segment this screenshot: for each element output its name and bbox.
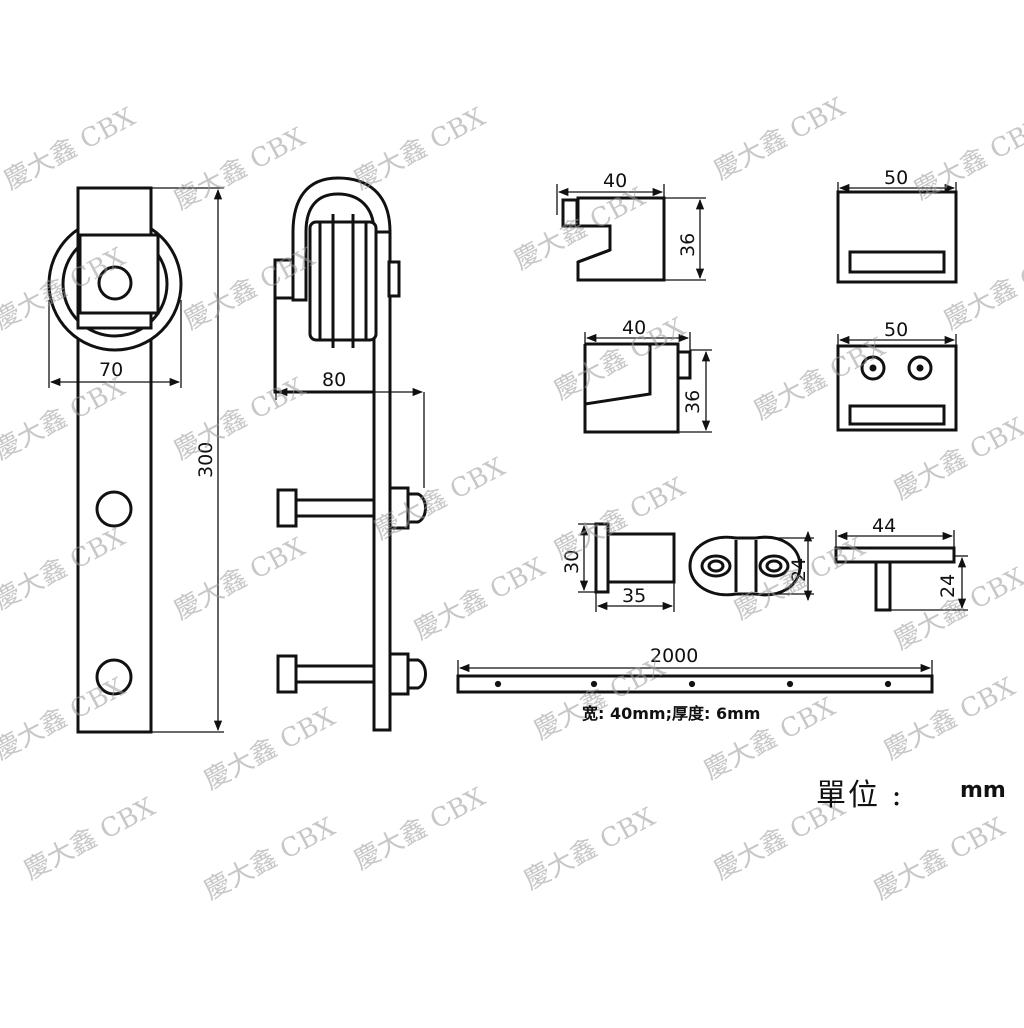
axle-hole bbox=[97, 265, 133, 301]
strap-side bbox=[372, 230, 392, 732]
dim-b-36 bbox=[678, 349, 712, 433]
axle-nut bbox=[273, 258, 295, 300]
bolt-head-lower bbox=[276, 654, 298, 694]
dim-label-b-40: 40 bbox=[622, 317, 646, 339]
watermark-text: 慶大鑫 CBX bbox=[869, 812, 1010, 906]
dim-2000 bbox=[457, 660, 933, 676]
floor-guide bbox=[594, 522, 676, 594]
dim-b-50 bbox=[837, 334, 957, 346]
watermark-text: 慶大鑫 CBX bbox=[169, 372, 310, 466]
nut-lower bbox=[388, 652, 410, 696]
dim-label-300: 300 bbox=[195, 442, 217, 478]
stop-a-side bbox=[561, 196, 666, 282]
watermark-text: 慶大鑫 CBX bbox=[349, 102, 490, 196]
watermark-text: 慶大鑫 CBX bbox=[0, 102, 141, 196]
front-view bbox=[47, 186, 183, 734]
dim-label-2000: 2000 bbox=[650, 645, 698, 667]
side-view bbox=[273, 176, 427, 732]
dim-35 bbox=[595, 582, 675, 612]
cap-nut-upper bbox=[406, 492, 427, 524]
dim-b-40 bbox=[584, 332, 691, 352]
mount-plate bbox=[688, 535, 802, 597]
dim-label-44: 44 bbox=[872, 515, 896, 537]
dim-300 bbox=[150, 187, 224, 733]
bolt-shank-upper bbox=[294, 498, 376, 518]
dim-plate-24 bbox=[756, 530, 814, 602]
axle-cap bbox=[387, 260, 401, 298]
hook-strap bbox=[273, 176, 392, 732]
watermark-text: 慶大鑫 CBX bbox=[179, 242, 320, 336]
stop-b-side bbox=[583, 342, 692, 434]
watermark-text: 慶大鑫 CBX bbox=[19, 792, 160, 886]
dim-a-50 bbox=[837, 182, 957, 193]
unit-value: mm bbox=[960, 778, 1006, 803]
unit-label: 單位 : bbox=[816, 778, 904, 813]
dim-label-b-50: 50 bbox=[884, 319, 908, 341]
dim-tg-24 bbox=[890, 555, 968, 611]
stop-b-front bbox=[836, 344, 958, 432]
t-guide bbox=[834, 546, 956, 612]
watermark-text: 慶大鑫 CBX bbox=[169, 532, 310, 626]
dim-label-35: 35 bbox=[622, 585, 646, 607]
watermark-text: 慶大鑫 CBX bbox=[409, 552, 550, 646]
dim-label-30: 30 bbox=[561, 550, 583, 574]
dim-30 bbox=[578, 523, 596, 593]
dim-label-a-50: 50 bbox=[884, 167, 908, 189]
cap-nut-lower bbox=[406, 658, 427, 690]
bolt-hole-upper bbox=[95, 490, 133, 528]
dim-label-b-36: 36 bbox=[682, 390, 704, 414]
stop-a-front bbox=[836, 190, 958, 284]
dim-label-a-36: 36 bbox=[677, 233, 699, 257]
bolt-head-upper bbox=[276, 488, 298, 528]
watermark-text: 慶大鑫 CBX bbox=[709, 92, 850, 186]
dim-44 bbox=[835, 530, 955, 548]
wheel-body bbox=[308, 220, 378, 342]
dim-label-80: 80 bbox=[322, 369, 346, 391]
watermark-text: 慶大鑫 CBX bbox=[199, 812, 340, 906]
dim-a-40 bbox=[556, 184, 665, 215]
watermark-text: 慶大鑫 CBX bbox=[349, 782, 490, 876]
watermark-text: 慶大鑫 CBX bbox=[519, 802, 660, 896]
dim-label-70: 70 bbox=[99, 359, 123, 381]
dim-70 bbox=[48, 300, 182, 388]
watermark-text: 慶大鑫 CBX bbox=[909, 112, 1024, 206]
rail bbox=[456, 674, 934, 694]
rail-caption: 宽: 40mm;厚度: 6mm bbox=[582, 704, 761, 723]
dim-label-plate-24: 24 bbox=[788, 558, 810, 582]
dim-80 bbox=[275, 300, 425, 488]
bolt-hole-lower bbox=[95, 658, 133, 696]
watermark-text: 慶大鑫 CBX bbox=[199, 702, 340, 796]
bolt-shank-lower bbox=[294, 664, 376, 684]
dim-a-36 bbox=[664, 197, 706, 281]
watermark-text: 慶大鑫 CBX bbox=[169, 122, 310, 216]
dim-label-a-40: 40 bbox=[603, 170, 627, 192]
dim-label-tg-24: 24 bbox=[937, 574, 959, 598]
